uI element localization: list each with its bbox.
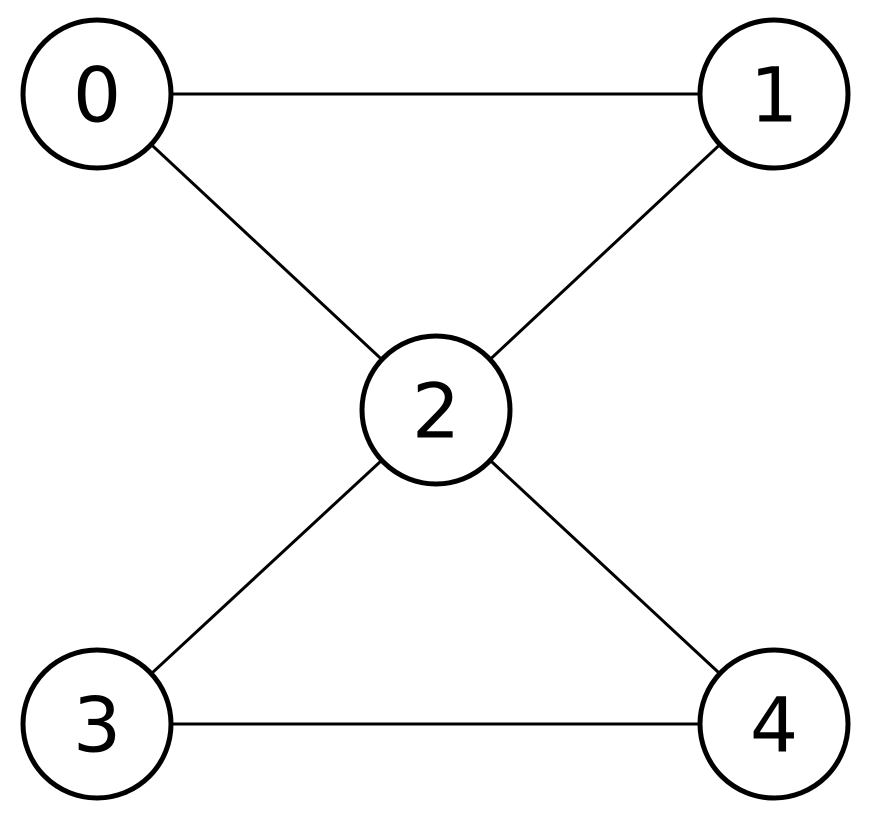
graph-edge-2-3 xyxy=(150,459,383,675)
graph-edge-1-2 xyxy=(489,143,721,361)
node-circle-1[interactable] xyxy=(697,17,851,171)
node-circle-0[interactable] xyxy=(20,17,174,171)
node-label-3: 3 xyxy=(73,681,121,770)
edge-layer xyxy=(150,92,721,726)
node-label-0: 0 xyxy=(73,51,121,140)
node-label-1: 1 xyxy=(750,51,798,140)
node-label-2: 2 xyxy=(412,367,460,456)
graph-node-4[interactable]: 4 xyxy=(697,647,851,801)
graph-edge-0-2 xyxy=(150,143,383,361)
node-layer: 0 1 2 3 4 xyxy=(20,17,851,801)
node-circle-4[interactable] xyxy=(697,647,851,801)
node-label-4: 4 xyxy=(750,681,798,770)
graph-node-0[interactable]: 0 xyxy=(20,17,174,171)
graph-edge-2-4 xyxy=(489,459,721,675)
node-circle-2[interactable] xyxy=(359,333,513,487)
node-circle-3[interactable] xyxy=(20,647,174,801)
graph-node-3[interactable]: 3 xyxy=(20,647,174,801)
graph-node-2[interactable]: 2 xyxy=(359,333,513,487)
graph-node-1[interactable]: 1 xyxy=(697,17,851,171)
